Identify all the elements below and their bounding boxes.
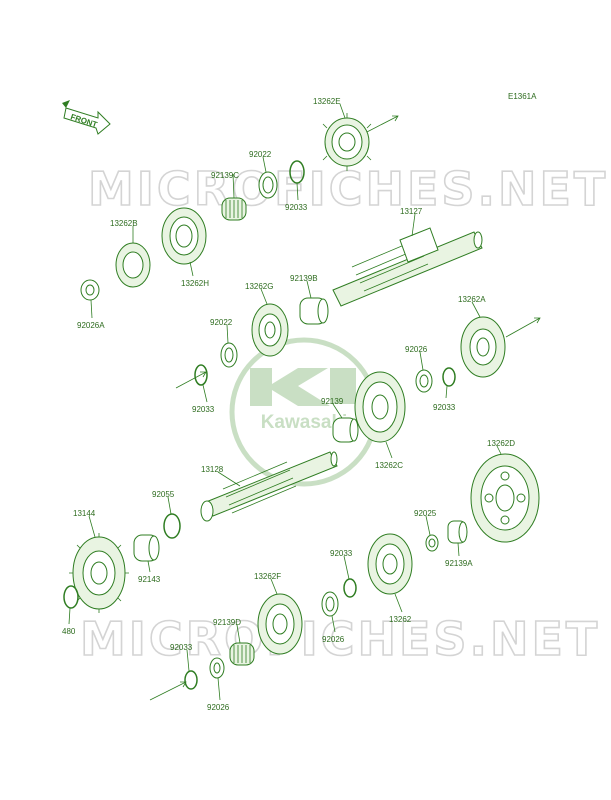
label-13144: 13144 (73, 509, 96, 518)
label-13127: 13127 (400, 207, 423, 216)
label-92025: 92025 (414, 509, 437, 518)
bearing-92139c (221, 197, 247, 221)
circlip-92033-c (442, 367, 456, 387)
label-92055: 92055 (152, 490, 175, 499)
label-92139a: 92139A (445, 559, 473, 568)
washer-92026 (415, 369, 433, 393)
gear-13262d (470, 453, 540, 543)
gear-13262h (161, 207, 207, 265)
label-13262f: 13262F (254, 572, 281, 581)
bearing-92139d (229, 642, 255, 666)
label-92139b: 92139B (290, 274, 318, 283)
washer-92022-b (220, 342, 238, 368)
logo-text: Kawasaki (261, 412, 348, 433)
label-92033-e: 92033 (170, 643, 193, 652)
collar-92139a (447, 520, 468, 544)
front-arrow-icon: FRONT (62, 100, 111, 135)
washer-92022 (258, 171, 278, 199)
label-92022-a: 92022 (249, 150, 272, 159)
label-92033-c: 92033 (192, 405, 215, 414)
label-92026-a: 92026 (405, 345, 428, 354)
circlip-92033-d (343, 578, 357, 598)
label-13128: 13128 (201, 465, 224, 474)
kawasaki-logo: Kawasaki (229, 337, 379, 487)
label-92139d: 92139D (213, 618, 241, 627)
diagram-code: E1361A (508, 92, 537, 101)
label-13262a: 13262A (458, 295, 486, 304)
gear-13262e (322, 113, 372, 171)
circlip-92055 (163, 513, 181, 539)
bearing-92139b (299, 297, 329, 325)
circlip-92033-b (194, 364, 208, 386)
label-13262e: 13262E (313, 97, 341, 106)
bearing-92139 (332, 417, 359, 443)
label-13262b: 13262B (110, 219, 138, 228)
label-92033-d: 92033 (330, 549, 353, 558)
shaft-13127 (332, 227, 483, 307)
collar-92143 (133, 534, 160, 562)
label-92026a: 92026A (77, 321, 105, 330)
label-480: 480 (62, 627, 76, 636)
label-13262h: 13262H (181, 279, 209, 288)
washer-92026-c (209, 657, 225, 679)
gear-13262a (460, 316, 506, 378)
gear-13262c (354, 371, 406, 443)
label-13262: 13262 (389, 615, 412, 624)
label-13262d: 13262D (487, 439, 515, 448)
label-92026-b: 92026 (322, 635, 345, 644)
label-92033-a: 92033 (285, 203, 308, 212)
watermark-bottom: MICROFICHES.NET (80, 612, 600, 666)
sprocket-13144 (69, 533, 129, 613)
circlip-480 (63, 585, 79, 609)
gear-13262f (257, 593, 303, 655)
label-92033-b: 92033 (433, 403, 456, 412)
label-13262g: 13262G (245, 282, 273, 291)
washer-92026a (80, 279, 100, 301)
shaft-13128 (200, 451, 338, 522)
label-92139c: 92139C (211, 171, 239, 180)
circlip-92033-e (184, 670, 198, 690)
label-92022-b: 92022 (210, 318, 233, 327)
label-92139: 92139 (321, 397, 344, 406)
gear-13262 (367, 533, 413, 595)
gear-13262b (115, 242, 151, 288)
washer-92026-b (321, 591, 339, 617)
label-92026-c: 92026 (207, 703, 230, 712)
label-92143: 92143 (138, 575, 161, 584)
label-13262c: 13262C (375, 461, 403, 470)
watermark-top: MICROFICHES.NET (88, 162, 608, 216)
gear-13262g (251, 303, 289, 357)
leader-lines (68, 103, 502, 701)
washer-92025 (425, 534, 439, 552)
